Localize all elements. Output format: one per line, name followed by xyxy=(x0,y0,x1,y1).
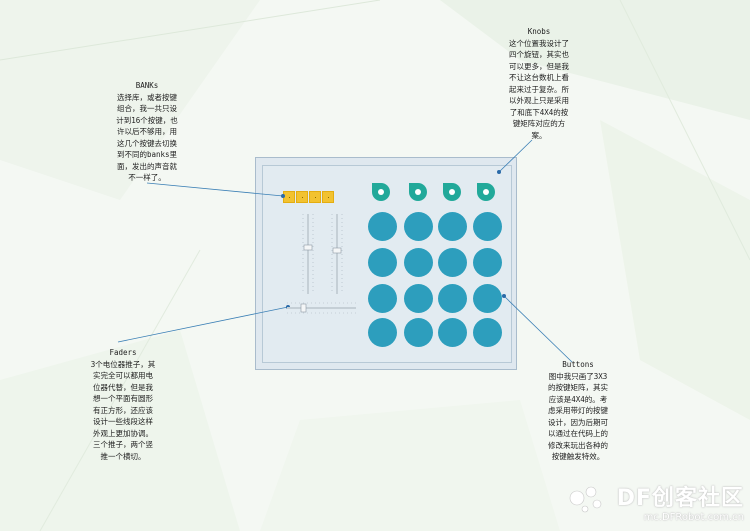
knobs-line: 起来过于复杂。所 xyxy=(509,84,569,94)
faders-line: 实完全可以都用电 xyxy=(93,371,153,380)
pad-button[interactable] xyxy=(438,248,467,277)
knobs-line: 这个位置我设计了 xyxy=(509,38,569,48)
pad-button[interactable] xyxy=(438,212,467,241)
bank-button-4[interactable] xyxy=(322,191,334,203)
knobs-line: 以外观上只是采用 xyxy=(509,96,569,105)
buttons-line: 的按键矩阵，其实 xyxy=(548,383,608,392)
bank-button-3[interactable] xyxy=(309,191,321,203)
pad-button[interactable] xyxy=(404,284,433,313)
buttons-annotation: Buttons 图中我只画了3X3 的按键矩阵，其实 应该是4X4的。考 虑采用… xyxy=(536,359,620,463)
buttons-title: Buttons xyxy=(562,360,594,369)
faders-title: Faders xyxy=(109,348,137,357)
pad-button[interactable] xyxy=(368,284,397,313)
faders-line: 推一个横切。 xyxy=(100,451,146,461)
buttons-line: 以通过在代码上的 xyxy=(548,429,608,438)
knobs-line: 可以更多，但是我 xyxy=(509,61,569,71)
bank-button-2[interactable] xyxy=(296,191,308,203)
dfrobot-logo-icon xyxy=(569,486,602,513)
banks-line: 这几个按键去切换 xyxy=(117,138,177,148)
pad-button[interactable] xyxy=(473,318,502,347)
pad-button[interactable] xyxy=(473,248,502,277)
buttons-line: 应该是4X4的。考 xyxy=(548,394,608,404)
watermark: DF创客社区 mc.DFRobot.com.cn xyxy=(617,480,744,523)
pad-button[interactable] xyxy=(438,318,467,347)
faders-line: 三个推子，两个竖 xyxy=(93,440,153,449)
pad-button[interactable] xyxy=(404,318,433,347)
bank-button-1[interactable] xyxy=(283,191,295,203)
knobs-line: 不让这台数机上看 xyxy=(509,73,569,82)
buttons-line: 设计，因为后期可 xyxy=(548,417,608,427)
banks-line: 许以后不够用，用 xyxy=(117,127,177,136)
faders-line: 想一个平面有圆形 xyxy=(93,394,153,403)
buttons-line: 修改来玩出各种的 xyxy=(548,440,608,450)
knobs-line: 案。 xyxy=(531,130,547,140)
knobs-line: 键矩阵对应的方 xyxy=(512,119,566,128)
watermark-brand: DF创客社区 xyxy=(616,486,744,511)
pad-button[interactable] xyxy=(404,248,433,277)
pad-button[interactable] xyxy=(473,212,502,241)
knobs-annotation: Knobs 这个位置我设计了 四个旋钮，其实也 可以更多，但是我 不让这台数机上… xyxy=(498,26,580,141)
knobs-line: 四个旋钮，其实也 xyxy=(509,50,569,59)
banks-annotation: BANKs 选择库，或者按键 组合，我一共只设 计到16个按键，也 许以后不够用… xyxy=(100,80,194,184)
faders-line: 3个电位器推子，其 xyxy=(90,359,156,369)
faders-line: 位器代替，但是我 xyxy=(93,382,153,392)
banks-line: 计到16个按键，也 xyxy=(116,115,178,125)
banks-title: BANKs xyxy=(135,81,159,90)
buttons-line: 按键触发特效。 xyxy=(551,452,605,461)
faders-line: 设计一些线段这样 xyxy=(93,417,153,426)
banks-line: 到不同的banks里 xyxy=(116,150,178,159)
faders-annotation: Faders 3个电位器推子，其 实完全可以都用电 位器代替，但是我 想一个平面… xyxy=(78,347,168,462)
pad-button[interactable] xyxy=(368,248,397,277)
watermark-url: mc.DFRobot.com.cn xyxy=(643,512,744,523)
faders-line: 外观上更加协调。 xyxy=(93,428,153,438)
banks-line: 不一样了。 xyxy=(128,173,166,182)
pad-button[interactable] xyxy=(473,284,502,313)
pad-button[interactable] xyxy=(368,212,397,241)
knobs-title: Knobs xyxy=(527,27,551,36)
pad-button[interactable] xyxy=(404,212,433,241)
buttons-line: 虑采用带灯的按键 xyxy=(548,406,608,415)
banks-line: 组合，我一共只设 xyxy=(117,104,177,113)
banks-line: 面，发出的声音就 xyxy=(117,161,177,171)
pad-button[interactable] xyxy=(368,318,397,347)
banks-line: 选择库，或者按键 xyxy=(117,92,177,102)
buttons-line: 图中我只画了3X3 xyxy=(548,371,608,381)
faders-line: 有正方形，还应该 xyxy=(93,405,153,415)
pad-button[interactable] xyxy=(438,284,467,313)
knobs-line: 了和底下4X4的按 xyxy=(509,107,569,117)
